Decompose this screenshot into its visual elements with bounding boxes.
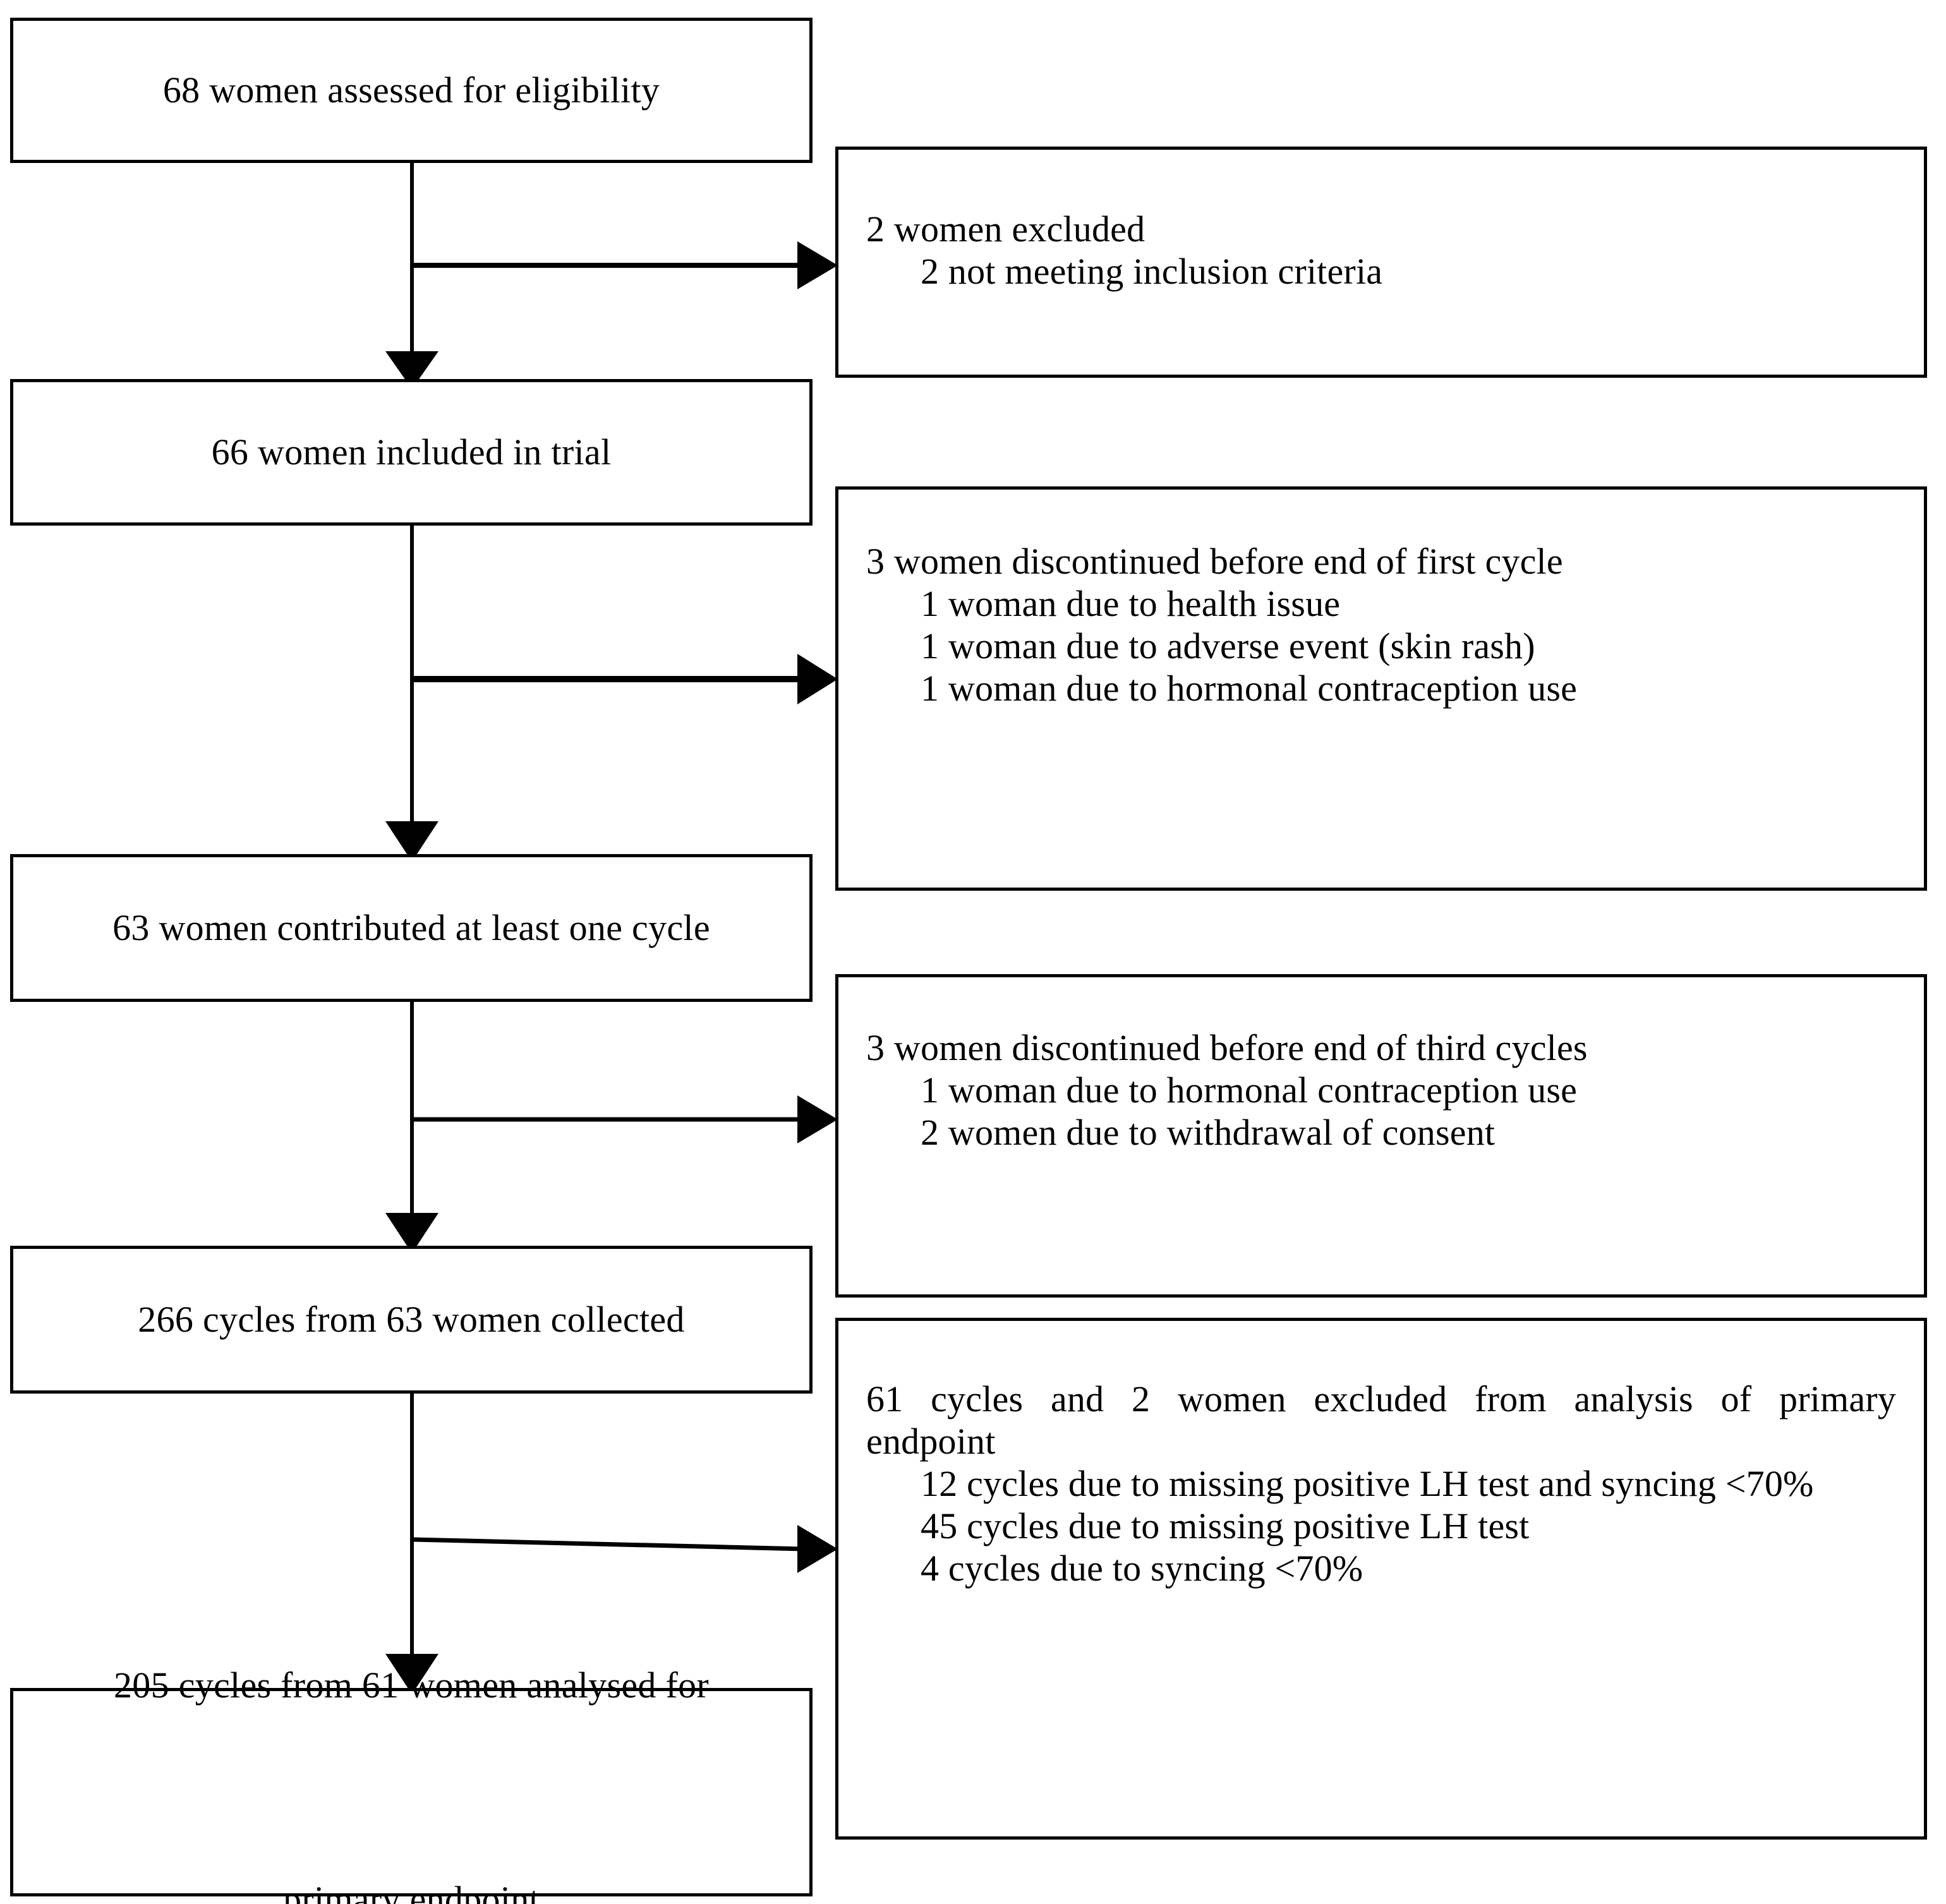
node-cycles-collected[interactable]: 266 cycles from 63 women collected [10,1246,813,1394]
node-cycles-analysed-primary-endpoint[interactable]: 205 cycles from 61 women analysed for pr… [10,1665,813,1904]
excluded-primary-lines: 61 cycles and 2 women excluded from anal… [866,1378,1924,1589]
discontinued-first-head: 3 women discontinued before end of first… [866,541,1563,582]
connector-contributed-to-discontinued-third [412,1095,838,1143]
connector-included-to-contributed [385,526,438,862]
discontinued-third-lines: 3 women discontinued before end of third… [866,1027,1924,1154]
discontinued-third-item-1: 2 women due to withdrawal of consent [921,1112,1496,1153]
discontinued-first-item-2: 1 woman due to hormonal contraception us… [921,668,1578,709]
excluded-primary-head-line2: endpoint [866,1421,996,1462]
node-assessed-label: 68 women assessed for eligibility [162,69,660,111]
node-excluded-from-primary-analysis[interactable]: 61 cycles and 2 women excluded from anal… [835,1318,1927,1840]
discontinued-third-head: 3 women discontinued before end of third… [866,1027,1588,1068]
node-discontinued-before-first-cycle[interactable]: 3 women discontinued before end of first… [835,486,1927,891]
excluded-primary-head-line1: 61 cycles and 2 women excluded from anal… [866,1378,1896,1419]
connector-included-to-discontinued-first [412,654,838,704]
excluded-lines: 2 women excluded 2 not meeting inclusion… [866,208,1924,292]
node-collected-label: 266 cycles from 63 women collected [138,1299,685,1341]
discontinued-third-item-0: 1 woman due to hormonal contraception us… [921,1069,1578,1111]
node-women-excluded[interactable]: 2 women excluded 2 not meeting inclusion… [835,147,1927,378]
connector-assessed-to-included [385,163,438,389]
discontinued-first-item-1: 1 woman due to adverse event (skin rash) [921,625,1535,666]
excluded-item-0: 2 not meeting inclusion criteria [921,251,1383,292]
discontinued-first-lines: 3 women discontinued before end of first… [866,540,1924,709]
node-analysed-line2: primary endpoint [283,1879,540,1904]
connector-contributed-to-collected [385,1002,438,1253]
node-discontinued-before-third-cycles[interactable]: 3 women discontinued before end of third… [835,974,1927,1298]
discontinued-first-item-0: 1 woman due to health issue [921,583,1341,624]
node-analysed-line1: 205 cycles from 61 women analysed for [113,1664,710,1706]
node-analysed-label: 205 cycles from 61 women analysed for pr… [13,1507,809,1904]
node-contributed-one-cycle[interactable]: 63 women contributed at least one cycle [10,854,813,1002]
node-included-label: 66 women included in trial [211,431,612,473]
node-contributed-label: 63 women contributed at least one cycle [112,907,710,949]
connector-assessed-to-excluded [412,241,838,289]
excluded-primary-item-0: 12 cycles due to missing positive LH tes… [921,1463,1814,1504]
excluded-primary-item-1: 45 cycles due to missing positive LH tes… [921,1505,1530,1546]
excluded-primary-item-2: 4 cycles due to syncing <70% [921,1548,1363,1589]
excluded-head: 2 women excluded [866,208,1145,250]
node-assessed-for-eligibility[interactable]: 68 women assessed for eligibility [10,18,813,163]
node-included-in-trial[interactable]: 66 women included in trial [10,379,813,526]
